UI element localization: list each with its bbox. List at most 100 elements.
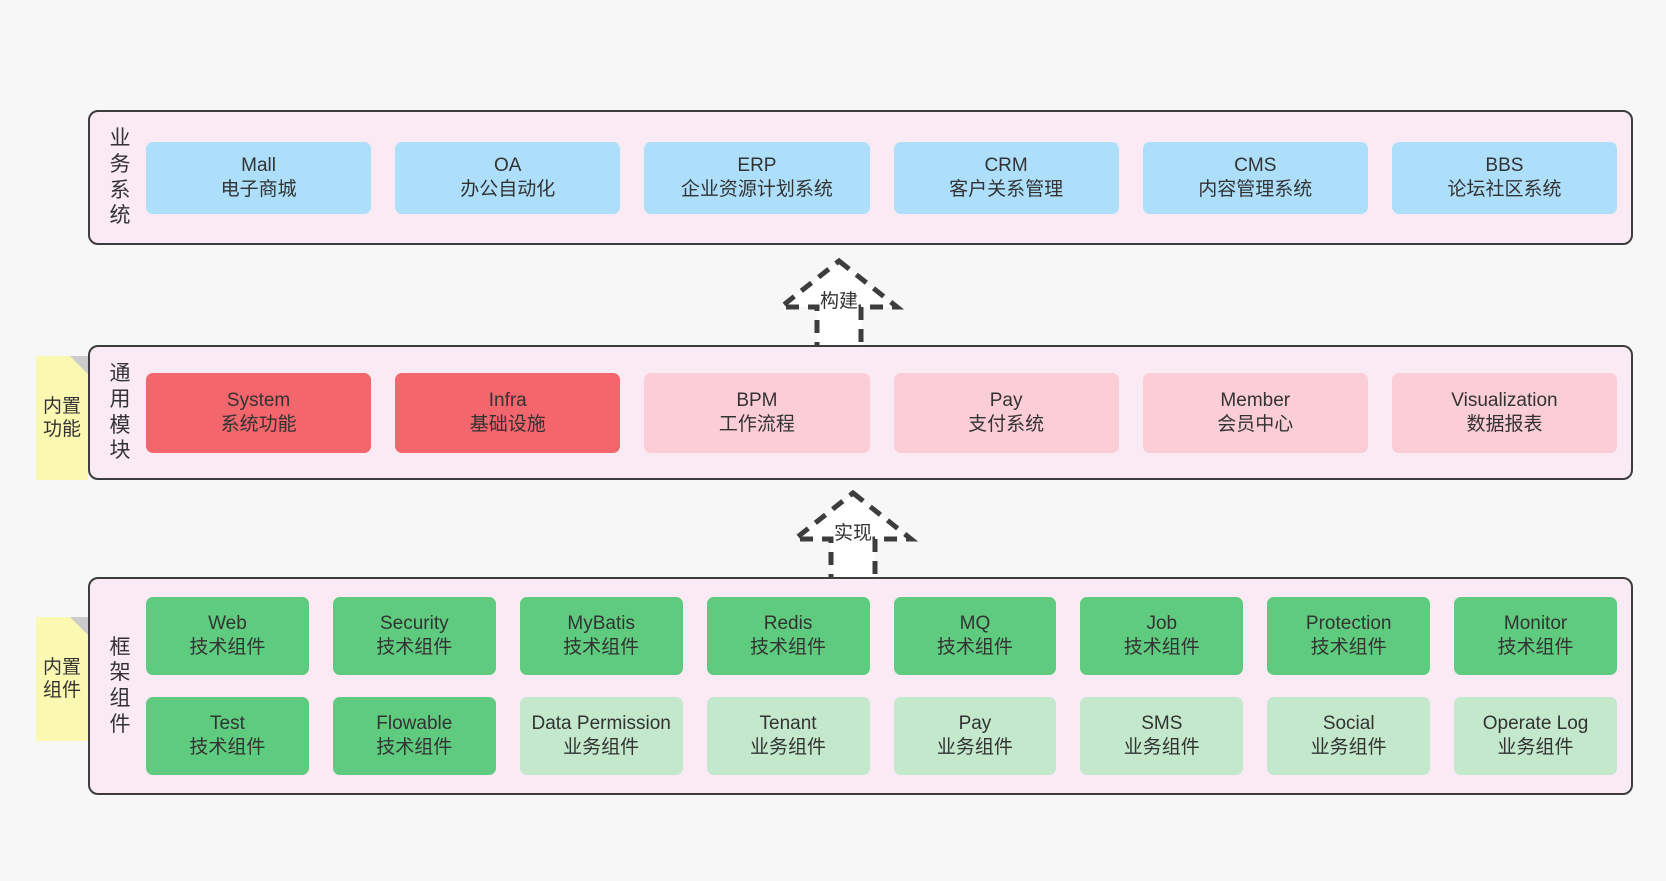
card-tenant[interactable]: Tenant 业务组件 [706, 697, 870, 775]
card-title: MyBatis [567, 613, 635, 635]
card-subtitle: 业务组件 [563, 737, 640, 758]
card-title: Visualization [1451, 389, 1558, 411]
card-subtitle: 业务组件 [1310, 737, 1387, 758]
card-title: BPM [736, 389, 778, 411]
card-title: MQ [959, 613, 991, 635]
card-subtitle: 业务组件 [936, 737, 1013, 758]
card-title: Web [208, 613, 247, 635]
layer-framework-component: 框架组件 Web 技术组件 Security 技术组件 MyBatis 技术组件… [88, 577, 1633, 795]
card-test[interactable]: Test 技术组件 [146, 697, 309, 775]
connector-implement: 实现 [763, 487, 943, 587]
card-subtitle: 电子商城 [220, 178, 297, 200]
card-oa[interactable]: OA 办公自动化 [395, 141, 621, 214]
note-text: 内置功能 [42, 395, 81, 440]
card-operate-log[interactable]: Operate Log 业务组件 [1454, 697, 1617, 775]
card-subtitle: 基础设施 [469, 413, 546, 435]
card-title: Security [379, 613, 449, 635]
card-subtitle: 技术组件 [1497, 637, 1574, 658]
card-mq[interactable]: MQ 技术组件 [893, 597, 1057, 675]
card-sms[interactable]: SMS 业务组件 [1080, 697, 1244, 775]
card-flowable[interactable]: Flowable 技术组件 [332, 697, 496, 775]
card-title: OA [494, 154, 522, 176]
card-subtitle: 工作流程 [718, 413, 795, 435]
layer-title-business-system: 业务系统 [109, 127, 131, 228]
card-subtitle: 技术组件 [189, 637, 266, 658]
card-title: Pay [958, 713, 992, 735]
layer-body-common-module: System 系统功能 Infra 基础设施 BPM 工作流程 Pay 支付系统… [140, 347, 1631, 478]
card-visualization[interactable]: Visualization 数据报表 [1391, 372, 1618, 453]
card-subtitle: 业务组件 [750, 737, 827, 758]
card-subtitle: 技术组件 [189, 737, 266, 758]
card-mall[interactable]: Mall 电子商城 [146, 141, 372, 214]
card-title: SMS [1141, 713, 1183, 735]
card-row: Test 技术组件 Flowable 技术组件 Data Permission … [146, 697, 1617, 775]
card-bpm[interactable]: BPM 工作流程 [644, 372, 870, 453]
card-title: System [226, 389, 291, 411]
generalization-arrow-icon [773, 257, 905, 355]
card-data-permission[interactable]: Data Permission 业务组件 [519, 697, 683, 775]
card-social[interactable]: Social 业务组件 [1267, 697, 1431, 775]
card-subtitle: 业务组件 [1497, 737, 1574, 758]
card-pay-module[interactable]: Pay 支付系统 [893, 372, 1119, 453]
card-subtitle: 办公自动化 [460, 178, 556, 200]
card-subtitle: 技术组件 [376, 737, 453, 758]
card-subtitle: 技术组件 [750, 637, 827, 658]
card-title: Pay [989, 389, 1023, 411]
card-title: Redis [763, 613, 813, 635]
card-title: Member [1220, 389, 1291, 411]
card-subtitle: 论坛社区系统 [1447, 178, 1562, 200]
layer-body-framework-component: Web 技术组件 Security 技术组件 MyBatis 技术组件 Redi… [140, 579, 1631, 793]
card-subtitle: 技术组件 [936, 637, 1013, 658]
card-title: Flowable [376, 713, 453, 735]
card-job[interactable]: Job 技术组件 [1080, 597, 1244, 675]
card-bbs[interactable]: BBS 论坛社区系统 [1391, 141, 1618, 214]
card-pay-component[interactable]: Pay 业务组件 [893, 697, 1057, 775]
card-subtitle: 支付系统 [968, 413, 1045, 435]
generalization-arrow-icon [787, 489, 919, 587]
card-system[interactable]: System 系统功能 [146, 372, 372, 453]
card-title: CRM [984, 154, 1028, 176]
card-subtitle: 企业资源计划系统 [680, 178, 833, 200]
card-title: Social [1322, 713, 1375, 735]
card-title: Operate Log [1482, 713, 1589, 735]
card-title: CMS [1234, 154, 1277, 176]
card-infra[interactable]: Infra 基础设施 [395, 372, 621, 453]
layer-title-common-module: 通用模块 [109, 362, 131, 463]
card-subtitle: 客户关系管理 [949, 178, 1064, 200]
card-title: ERP [737, 154, 777, 176]
card-row: Mall 电子商城 OA 办公自动化 ERP 企业资源计划系统 CRM 客户关系… [146, 141, 1618, 214]
card-crm[interactable]: CRM 客户关系管理 [893, 141, 1119, 214]
card-erp[interactable]: ERP 企业资源计划系统 [644, 141, 870, 214]
card-subtitle: 内容管理系统 [1198, 178, 1313, 200]
layer-title-framework-component: 框架组件 [109, 635, 131, 736]
note-builtin-function: 内置功能 [36, 356, 88, 480]
card-subtitle: 系统功能 [220, 413, 297, 435]
card-row: Web 技术组件 Security 技术组件 MyBatis 技术组件 Redi… [146, 597, 1617, 675]
card-title: Monitor [1503, 613, 1568, 635]
card-subtitle: 业务组件 [1123, 737, 1200, 758]
card-title: Data Permission [531, 713, 671, 735]
card-title: Mall [241, 154, 276, 176]
card-title: Protection [1305, 613, 1392, 635]
card-monitor[interactable]: Monitor 技术组件 [1454, 597, 1617, 675]
note-builtin-component: 内置组件 [36, 617, 88, 741]
card-subtitle: 技术组件 [563, 637, 640, 658]
card-title: Job [1146, 613, 1178, 635]
card-security[interactable]: Security 技术组件 [332, 597, 496, 675]
card-mybatis[interactable]: MyBatis 技术组件 [519, 597, 683, 675]
card-redis[interactable]: Redis 技术组件 [706, 597, 870, 675]
card-subtitle: 技术组件 [376, 637, 453, 658]
card-title: BBS [1485, 154, 1524, 176]
card-member[interactable]: Member 会员中心 [1142, 372, 1368, 453]
card-web[interactable]: Web 技术组件 [146, 597, 309, 675]
card-cms[interactable]: CMS 内容管理系统 [1142, 141, 1368, 214]
card-title: Test [210, 713, 245, 735]
card-subtitle: 数据报表 [1466, 413, 1543, 435]
card-subtitle: 技术组件 [1310, 637, 1387, 658]
card-row: System 系统功能 Infra 基础设施 BPM 工作流程 Pay 支付系统… [146, 372, 1618, 453]
card-title: Tenant [759, 713, 817, 735]
card-protection[interactable]: Protection 技术组件 [1267, 597, 1431, 675]
layer-business-system: 业务系统 Mall 电子商城 OA 办公自动化 ERP 企业资源计划系统 CRM… [88, 110, 1633, 245]
layer-common-module: 通用模块 System 系统功能 Infra 基础设施 BPM 工作流程 Pay… [88, 345, 1633, 480]
